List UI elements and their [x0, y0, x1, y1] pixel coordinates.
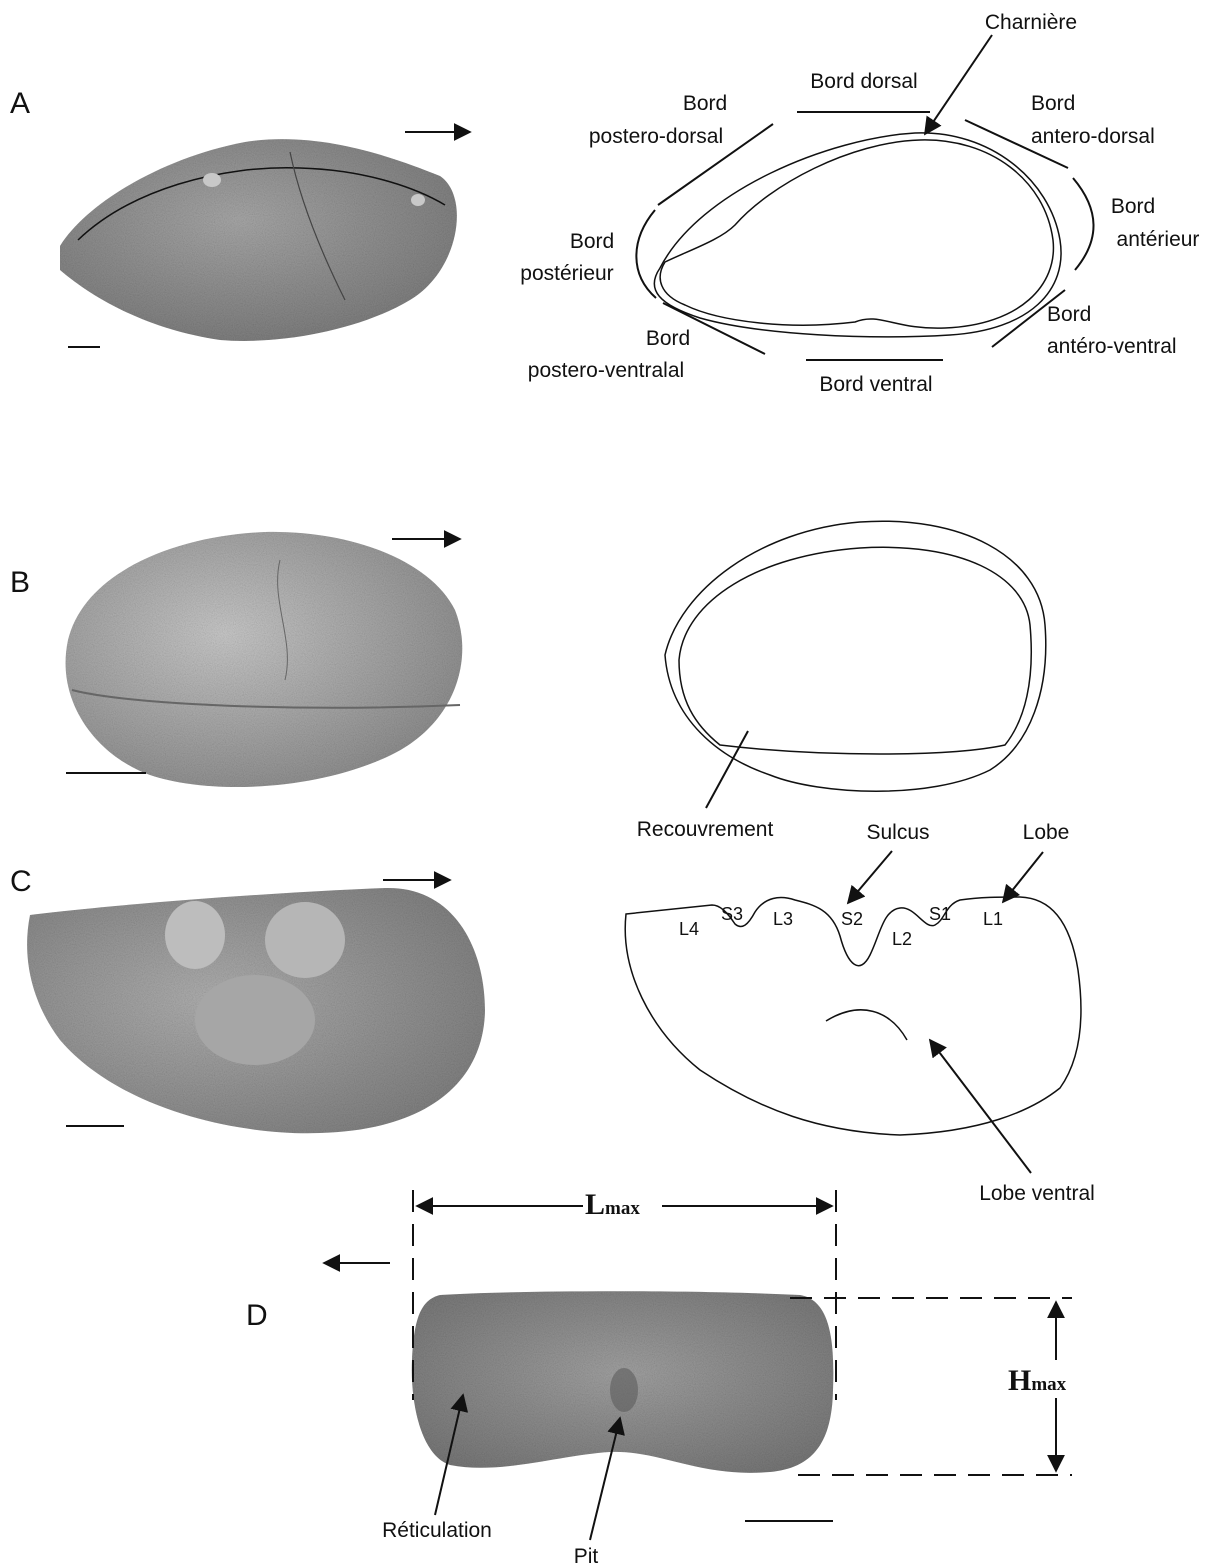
label-reticulation: Réticulation: [382, 1519, 492, 1542]
pointer-recouvrement: [706, 731, 748, 808]
arrow-lobe-ventral: [930, 1040, 1031, 1173]
label-postero-dorsal-line1: Bord: [683, 92, 727, 115]
outline-drawing-b: [665, 521, 1046, 791]
panel-letter-b: B: [10, 566, 30, 599]
label-bord-dorsal: Bord dorsal: [810, 70, 917, 93]
label-l1: L1: [983, 909, 1003, 929]
specimen-photo-a: [60, 139, 457, 341]
label-recouvrement: Recouvrement: [637, 818, 774, 841]
label-l2: L2: [892, 929, 912, 949]
panel-c: C Sulcus Lobe L4 S3 L3 S2 L2 S1 L1 Lobe …: [10, 821, 1095, 1205]
label-antero-ventral-line1: Bord: [1047, 303, 1091, 326]
panel-d: D Lmax Hmax Réticulation Pit: [246, 1188, 1072, 1564]
label-s1: S1: [929, 904, 951, 924]
specimen-photo-d: [412, 1291, 834, 1473]
label-lobe-ventral: Lobe ventral: [979, 1182, 1095, 1205]
arrow-lobe: [1003, 852, 1043, 902]
specimen-lobe-c2: [265, 902, 345, 978]
label-anterieur-line1: Bord: [1111, 195, 1155, 218]
panel-a: A Charnière Bord dorsal Bord postero-: [10, 11, 1199, 396]
label-anterieur-line2: antérieur: [1117, 228, 1200, 251]
panel-letter-c: C: [10, 865, 32, 898]
label-pit: Pit: [574, 1545, 599, 1564]
label-sulcus: Sulcus: [866, 821, 929, 844]
specimen-node-a1: [203, 173, 221, 187]
panel-letter-d: D: [246, 1299, 268, 1332]
label-antero-ventral-line2: antéro-ventral: [1047, 335, 1177, 358]
panel-b: B Recouvrement: [10, 521, 1046, 841]
outline-inner-a: [660, 140, 1053, 328]
specimen-node-a2: [411, 194, 425, 206]
specimen-lobe-c1: [165, 901, 225, 969]
label-postero-dorsal-line2: postero-dorsal: [589, 125, 723, 148]
outline-inner-b: [679, 547, 1031, 754]
label-postero-ventral-line1: Bord: [646, 327, 690, 350]
outline-outer-b: [665, 521, 1046, 791]
lobe-ventral-curve: [826, 1010, 907, 1040]
arrow-sulcus: [848, 851, 892, 903]
specimen-lobe-c3: [195, 975, 315, 1065]
label-posterieur-line2: postérieur: [520, 262, 613, 285]
label-antero-dorsal-line1: Bord: [1031, 92, 1075, 115]
label-s3: S3: [721, 904, 743, 924]
arrow-charniere: [925, 35, 992, 134]
label-bord-ventral: Bord ventral: [819, 373, 932, 396]
label-l4: L4: [679, 919, 699, 939]
label-posterieur-line1: Bord: [570, 230, 614, 253]
label-l3: L3: [773, 909, 793, 929]
label-lobe: Lobe: [1023, 821, 1070, 844]
label-s2: S2: [841, 909, 863, 929]
panel-letter-a: A: [10, 87, 30, 120]
label-antero-dorsal-line2: antero-dorsal: [1031, 125, 1155, 148]
label-lmax: Lmax: [585, 1188, 640, 1221]
marker-anterieur: [1073, 178, 1094, 270]
specimen-photo-c: [27, 888, 485, 1133]
marker-posterieur: [636, 210, 656, 298]
specimen-pit-d: [610, 1368, 638, 1412]
label-hmax: Hmax: [1008, 1364, 1067, 1397]
label-postero-ventral-line2: postero-ventralal: [528, 359, 684, 382]
specimen-photo-b: [66, 532, 463, 787]
specimen-body-b: [66, 532, 463, 787]
label-charniere: Charnière: [985, 11, 1077, 34]
